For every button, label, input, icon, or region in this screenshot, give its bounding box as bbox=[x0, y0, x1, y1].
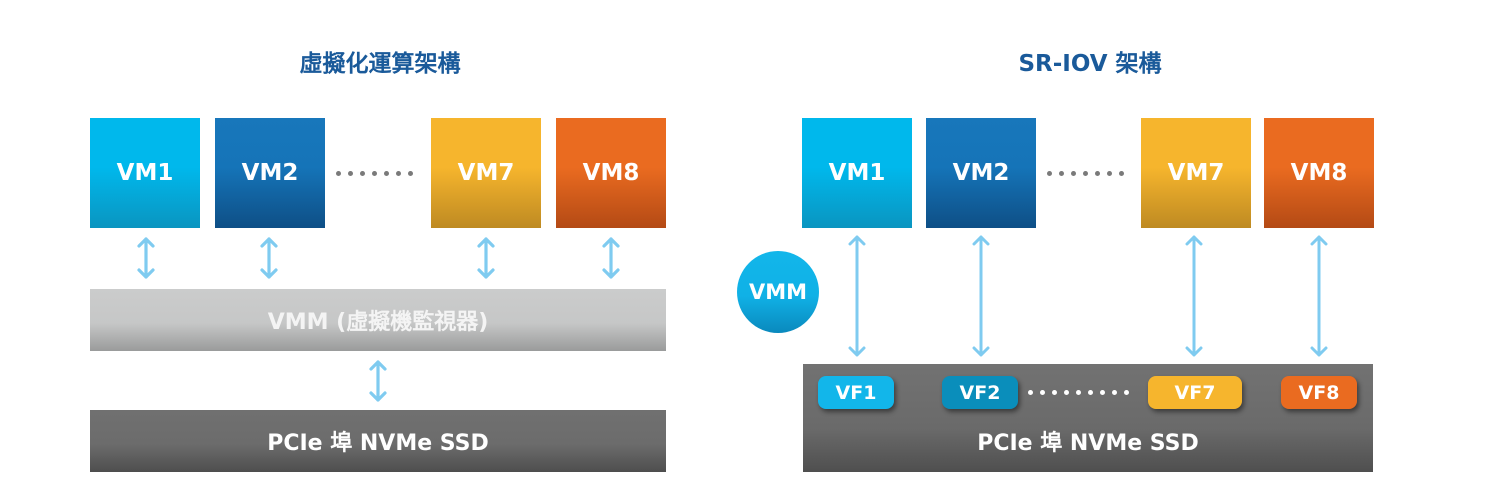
double-arrow-icon bbox=[972, 235, 990, 357]
vm-label: VM8 bbox=[582, 160, 640, 186]
vm-label: VM7 bbox=[1167, 160, 1225, 186]
dot bbox=[1047, 171, 1052, 176]
dot bbox=[1028, 390, 1033, 395]
double-arrow-icon bbox=[1310, 235, 1328, 357]
dot bbox=[396, 171, 401, 176]
dot bbox=[408, 171, 413, 176]
right-diagram-title: SR-IOV 架構 bbox=[1018, 51, 1162, 77]
double-arrow-icon bbox=[602, 237, 620, 279]
dot bbox=[1095, 171, 1100, 176]
vf-label: VF1 bbox=[835, 381, 877, 404]
vf-label: VF7 bbox=[1174, 381, 1216, 404]
right-vm7-box: VM7 bbox=[1141, 118, 1251, 228]
vf8-chip: VF8 bbox=[1281, 376, 1357, 409]
ssd-layer-with-vfs bbox=[803, 364, 1373, 472]
dot bbox=[1088, 390, 1093, 395]
dot bbox=[1124, 390, 1129, 395]
double-arrow-icon bbox=[1185, 235, 1203, 357]
vm-label: VM1 bbox=[828, 160, 886, 186]
dot bbox=[1040, 390, 1045, 395]
dot bbox=[1112, 390, 1117, 395]
dot bbox=[1052, 390, 1057, 395]
vm-label: VM8 bbox=[1290, 160, 1348, 186]
dot bbox=[372, 171, 377, 176]
dot bbox=[1083, 171, 1088, 176]
dot bbox=[1107, 171, 1112, 176]
vf1-chip: VF1 bbox=[818, 376, 894, 409]
dot bbox=[1100, 390, 1105, 395]
vm-label: VM2 bbox=[952, 160, 1010, 186]
dot bbox=[1119, 171, 1124, 176]
left-vm1-box: VM1 bbox=[90, 118, 200, 228]
dot bbox=[1059, 171, 1064, 176]
left-vm7-box: VM7 bbox=[431, 118, 541, 228]
vm-label: VM7 bbox=[457, 160, 515, 186]
dot bbox=[348, 171, 353, 176]
dot bbox=[1076, 390, 1081, 395]
vf-label: VF2 bbox=[959, 381, 1001, 404]
vm-label: VM1 bbox=[116, 160, 174, 186]
double-arrow-icon bbox=[369, 360, 387, 402]
right-vm-ellipsis bbox=[1047, 171, 1124, 176]
vmm-layer-label: VMM (虛擬機監視器) bbox=[267, 310, 489, 335]
vmm-layer: VMM (虛擬機監視器) bbox=[90, 289, 666, 351]
left-vm2-box: VM2 bbox=[215, 118, 325, 228]
ssd-layer-label: PCIe 埠 NVMe SSD bbox=[977, 431, 1199, 456]
right-vm1-box: VM1 bbox=[802, 118, 912, 228]
vf-label: VF8 bbox=[1298, 381, 1340, 404]
right-vm2-box: VM2 bbox=[926, 118, 1036, 228]
right-vm8-box: VM8 bbox=[1264, 118, 1374, 228]
vf2-chip: VF2 bbox=[942, 376, 1018, 409]
vmm-node-label: VMM bbox=[748, 280, 808, 304]
left-diagram-title: 虛擬化運算架構 bbox=[299, 51, 461, 77]
dot bbox=[360, 171, 365, 176]
ssd-layer-label: PCIe 埠 NVMe SSD bbox=[267, 431, 489, 456]
double-arrow-icon bbox=[477, 237, 495, 279]
dot bbox=[384, 171, 389, 176]
vf7-chip: VF7 bbox=[1148, 376, 1242, 409]
double-arrow-icon bbox=[260, 237, 278, 279]
left-vm8-box: VM8 bbox=[556, 118, 666, 228]
vf-ellipsis bbox=[1028, 390, 1129, 395]
double-arrow-icon bbox=[137, 237, 155, 279]
left-vm-ellipsis bbox=[336, 171, 413, 176]
dot bbox=[1071, 171, 1076, 176]
dot bbox=[1064, 390, 1069, 395]
double-arrow-icon bbox=[848, 235, 866, 357]
vmm-node: VMM bbox=[737, 251, 819, 333]
dot bbox=[336, 171, 341, 176]
ssd-layer: PCIe 埠 NVMe SSD bbox=[90, 410, 666, 472]
vm-label: VM2 bbox=[241, 160, 299, 186]
